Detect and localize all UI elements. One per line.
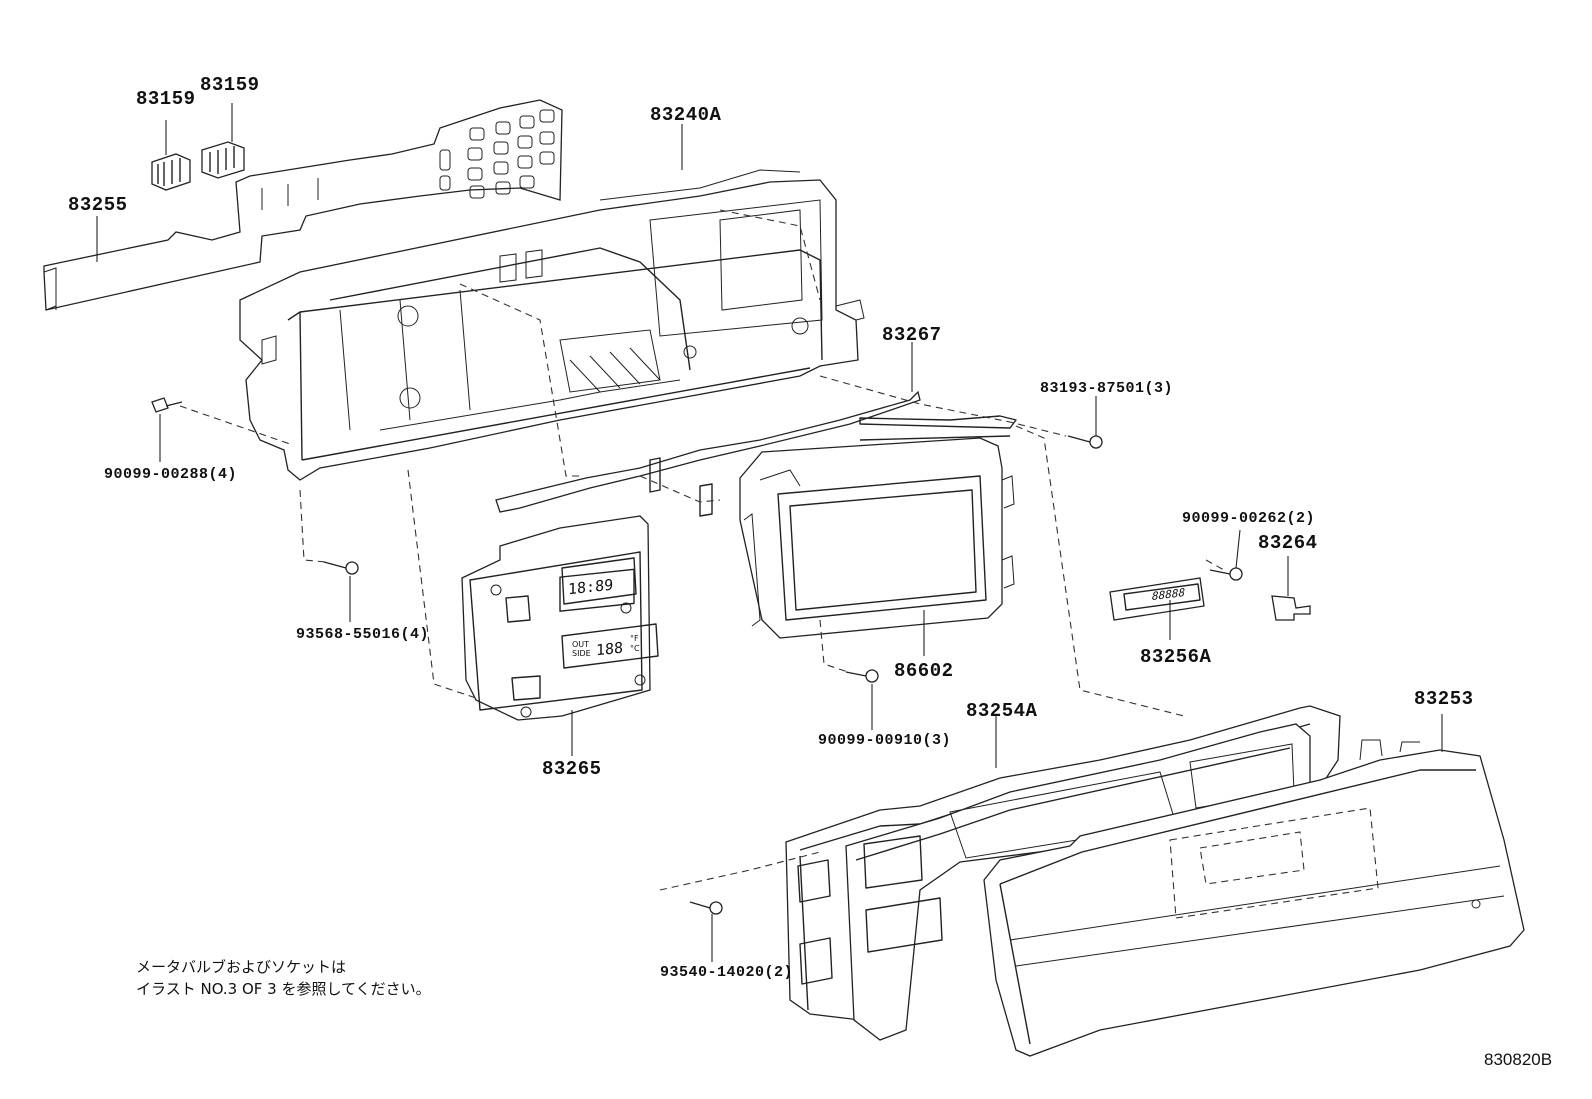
small-display-83256A [1109,577,1205,640]
label-83253: 83253 [1414,688,1474,710]
label-83267: 83267 [882,324,942,346]
label-93568-55016: 93568-55016(4) [296,626,430,643]
temp-digits: 188 [596,638,624,660]
assembly-lines [179,209,1225,891]
label-83255: 83255 [68,194,128,216]
screw-90099-00910 [845,669,879,730]
screw-90099-00262 [1209,529,1243,581]
note-line-1: メータバルブおよびソケットは [136,958,347,976]
label-83256A: 83256A [1140,646,1212,668]
screw-93568-55016 [323,561,359,622]
label-90099-00288: 90099-00288(4) [104,466,238,483]
socket-83159-left [151,120,191,191]
temp-unit-c: °C [630,644,640,653]
label-83159-right: 83159 [200,74,260,96]
display-86602 [739,437,1015,656]
bracket-83267 [495,342,1017,517]
note-line-2: イラスト NO.3 OF 3 を参照してください。 [136,980,431,998]
clip-83264 [1271,556,1311,621]
socket-83159-right [201,103,245,179]
glass-83253 [983,714,1525,1057]
label-90099-00262: 90099-00262(2) [1182,510,1316,527]
label-86602: 86602 [894,660,954,682]
temp-unit-f: °F [630,634,639,643]
case-83240A [239,124,865,481]
label-83240A: 83240A [650,104,722,126]
diagram-code: 830820B [1484,1050,1553,1069]
label-83159-left: 83159 [136,88,196,110]
clock-83265 [461,515,659,756]
label-83193-87501: 83193-87501(3) [1040,380,1174,397]
label-83264: 83264 [1258,532,1318,554]
screw-90099-00288 [151,397,183,462]
label-83254A: 83254A [966,700,1038,722]
label-90099-00910: 90099-00910(3) [818,732,952,749]
printed-circuit-83255 [43,99,563,311]
label-83265: 83265 [542,758,602,780]
out-side-label: OUT SIDE [572,640,591,658]
label-93540-14020: 93540-14020(2) [660,964,794,981]
screw-83193-87501 [1067,396,1103,449]
screw-93540-14020 [689,901,723,962]
